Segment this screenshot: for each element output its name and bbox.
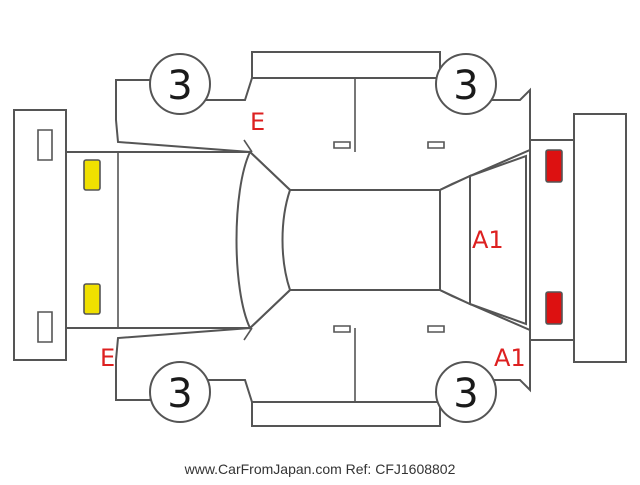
tire-rear-left: 3 (435, 53, 497, 115)
tire-rear-left-mark: 3 (453, 63, 478, 109)
front-bumper (13, 109, 67, 361)
top-side-skirt (251, 51, 441, 79)
rear-pillar (439, 174, 471, 306)
top-front-door-handle (333, 141, 351, 149)
top-side-body (115, 51, 531, 191)
front-right-headlight (83, 283, 101, 315)
tire-rear-right: 3 (435, 361, 497, 423)
bottom-rear-door-handle (427, 325, 445, 333)
bottom-side-body (115, 289, 531, 427)
tire-front-right: 3 (149, 361, 211, 423)
rear-lamps (529, 139, 575, 341)
tire-front-left: 3 (149, 53, 211, 115)
top-view-body (65, 139, 531, 341)
rear-right-taillight (545, 291, 563, 325)
bottom-side-skirt (251, 401, 441, 427)
damage-mark-rear-corner: A1 (494, 344, 526, 372)
tire-front-left-mark: 3 (167, 63, 192, 109)
damage-mark-top-front: E (250, 108, 265, 136)
damage-mark-rear-window: A1 (472, 226, 504, 254)
top-rear-door-handle (427, 141, 445, 149)
rear-bumper (573, 113, 627, 363)
front-lamps (83, 159, 101, 315)
tire-rear-right-mark: 3 (453, 371, 478, 417)
tire-front-right-mark: 3 (167, 371, 192, 417)
rear-left-taillight (545, 149, 563, 183)
bottom-front-door-handle (333, 325, 351, 333)
windshield (235, 150, 292, 330)
damage-mark-bottom-front: E (100, 344, 115, 372)
footer-reference: www.CarFromJapan.com Ref: CFJ1608802 (184, 461, 456, 477)
rear-window (469, 154, 527, 326)
front-left-headlight (83, 159, 101, 191)
